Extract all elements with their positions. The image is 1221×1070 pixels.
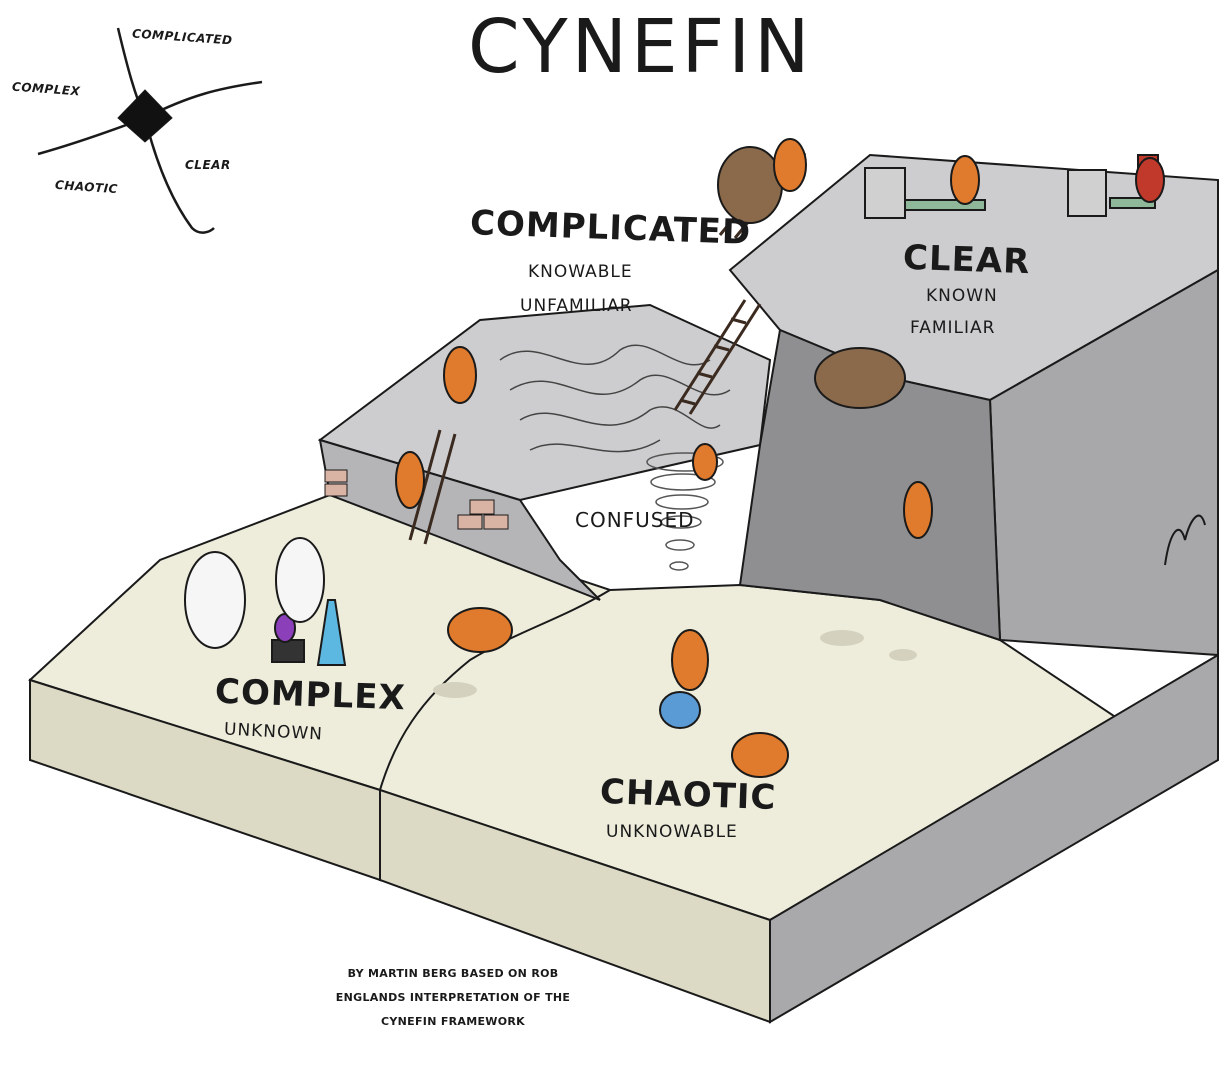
complicated-line-1: KNOWABLE: [528, 262, 633, 282]
complicated-line-2: UNFAMILIAR: [520, 296, 633, 316]
creature: [184, 551, 246, 649]
confused-label: CONFUSED: [575, 508, 695, 532]
credit-text: BY MARTIN BERG BASED ON ROB ENGLANDS INT…: [335, 967, 571, 1028]
page-title: CYNEFIN: [468, 4, 814, 90]
clear-label: CLEAR: [902, 237, 1032, 283]
creature: [1135, 157, 1165, 203]
confused-tornado: [646, 452, 724, 571]
legend-clear: CLEAR: [185, 158, 231, 172]
mini-framework-sketch: [37, 27, 263, 234]
bricks: [324, 469, 509, 530]
creature: [731, 732, 789, 778]
clear-line-2: FAMILIAR: [910, 318, 996, 338]
shadows: [433, 630, 917, 698]
creature: [773, 138, 807, 192]
creature: [659, 691, 701, 729]
artist-signature: [1164, 514, 1206, 566]
creature: [692, 443, 718, 481]
chaotic-label: CHAOTIC: [599, 771, 778, 819]
complex-label: COMPLEX: [214, 671, 407, 719]
creatures: [184, 138, 1165, 778]
floor-side: [769, 653, 1219, 1024]
cliff-face: [738, 328, 1002, 642]
creature: [443, 346, 477, 404]
creature: [671, 629, 709, 691]
creature: [395, 451, 425, 509]
clear-cliff: [728, 153, 1219, 657]
creature: [950, 155, 980, 205]
plateau-top: [317, 303, 772, 502]
creature: [275, 537, 325, 623]
tangled-lines: [499, 344, 731, 453]
floor-crack: [379, 589, 611, 791]
creature: [903, 481, 933, 539]
clear-line-1: KNOWN: [926, 286, 998, 306]
creature: [447, 607, 513, 653]
chaotic-line-1: UNKNOWABLE: [606, 822, 738, 842]
sacks: [717, 146, 906, 409]
